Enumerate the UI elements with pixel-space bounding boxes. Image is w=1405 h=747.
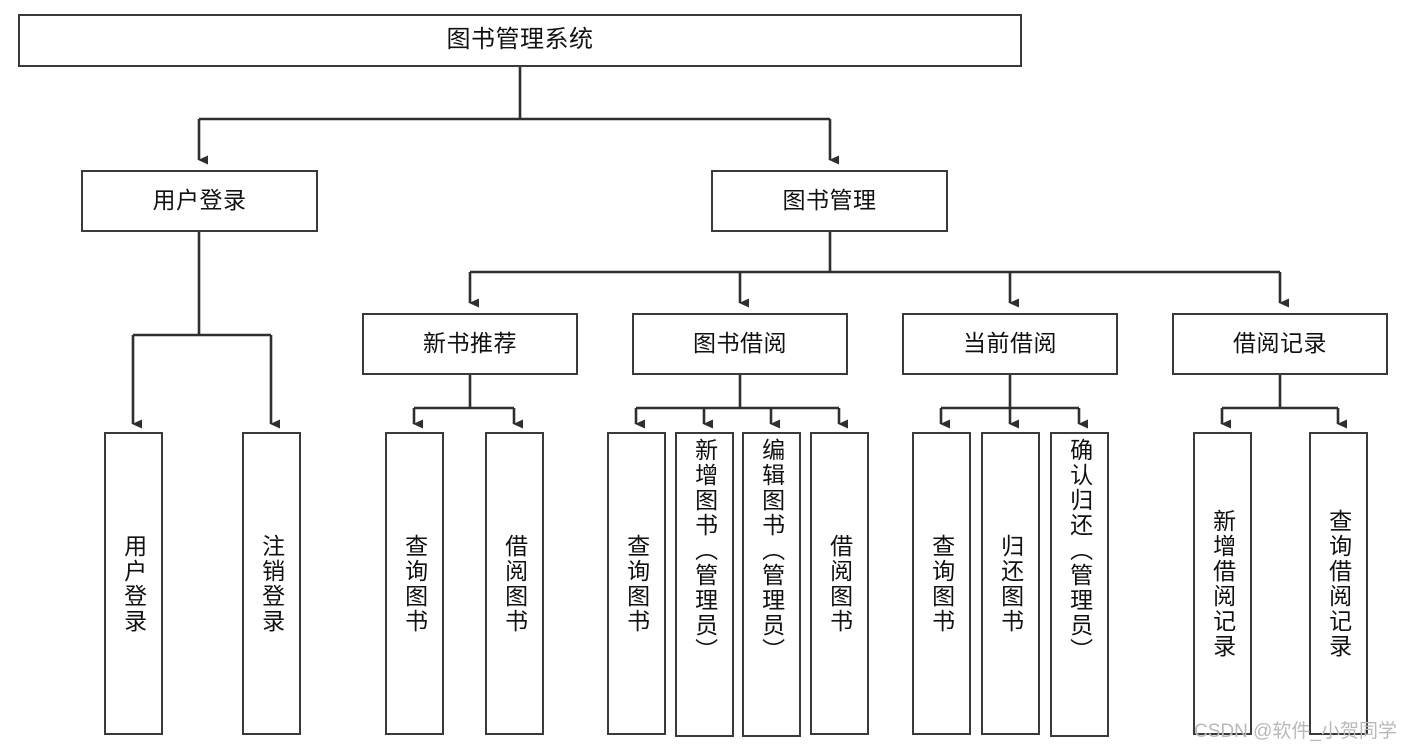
leaf-query-books-borrow[interactable]: 查询图书 (607, 432, 666, 735)
node-label: 查询图书 (401, 533, 428, 634)
node-label: 新增借阅记录 (1209, 508, 1236, 659)
watermark: CSDN @软件_小贺同学 (1194, 721, 1397, 742)
node-label: 用户登录 (120, 533, 147, 634)
leaf-query-books-current[interactable]: 查询图书 (912, 432, 971, 735)
leaf-confirm-return-admin[interactable]: 确认归还（管理员） (1050, 432, 1109, 737)
node-label: 确认归还（管理员） (1066, 438, 1093, 663)
node-label: 归还图书 (997, 533, 1024, 634)
node-label: 当前借阅 (963, 330, 1057, 357)
leaf-user-login[interactable]: 用户登录 (104, 432, 163, 735)
leaf-query-books-recommend[interactable]: 查询图书 (385, 432, 444, 735)
leaf-logout[interactable]: 注销登录 (242, 432, 301, 735)
node-label: 借阅图书 (826, 533, 853, 634)
node-label: 注销登录 (258, 533, 285, 634)
leaf-query-borrow-record[interactable]: 查询借阅记录 (1309, 432, 1368, 735)
node-borrow-record[interactable]: 借阅记录 (1172, 313, 1388, 375)
leaf-add-book-admin[interactable]: 新增图书（管理员） (675, 432, 734, 737)
node-label: 新增图书（管理员） (691, 438, 718, 663)
node-label: 查询图书 (623, 533, 650, 634)
node-label: 图书管理 (782, 187, 877, 214)
node-user-login[interactable]: 用户登录 (81, 170, 318, 232)
leaf-borrow-books[interactable]: 借阅图书 (810, 432, 869, 735)
node-label: 用户登录 (152, 187, 247, 214)
node-label: 借阅图书 (501, 533, 528, 634)
node-label: 编辑图书（管理员） (758, 438, 785, 663)
leaf-add-borrow-record[interactable]: 新增借阅记录 (1193, 432, 1252, 735)
node-label: 新书推荐 (423, 330, 517, 357)
leaf-return-books[interactable]: 归还图书 (981, 432, 1040, 735)
node-label: 借阅记录 (1233, 330, 1327, 357)
node-new-book-recommend[interactable]: 新书推荐 (362, 313, 578, 375)
node-label: 查询借阅记录 (1325, 508, 1352, 659)
node-label: 图书管理系统 (446, 26, 594, 54)
node-book-borrow[interactable]: 图书借阅 (632, 313, 848, 375)
node-book-management[interactable]: 图书管理 (711, 170, 948, 232)
node-current-borrow[interactable]: 当前借阅 (902, 313, 1118, 375)
leaf-borrow-books-recommend[interactable]: 借阅图书 (485, 432, 544, 735)
node-label: 查询图书 (928, 533, 955, 634)
node-label: 图书借阅 (693, 330, 787, 357)
leaf-edit-book-admin[interactable]: 编辑图书（管理员） (742, 432, 801, 737)
node-root-system[interactable]: 图书管理系统 (18, 14, 1022, 67)
